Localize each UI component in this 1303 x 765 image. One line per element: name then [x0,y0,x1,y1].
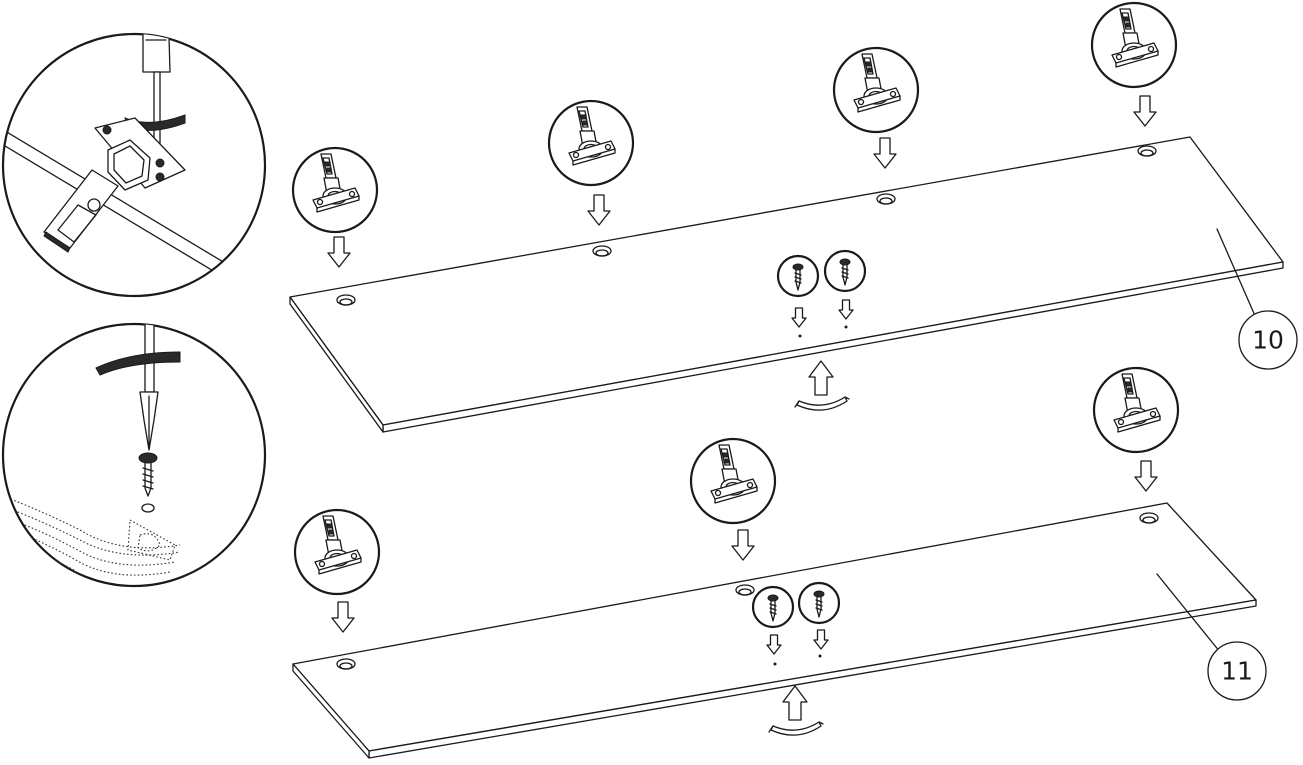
hinge-hole [592,245,612,257]
hinge-callout [547,99,635,187]
hinge-callout [832,46,920,134]
hinge-hole [336,294,356,306]
part-label-10: 10 [1252,326,1284,355]
arrow-down-icon [327,236,351,268]
detail-screw-fixing [1,322,267,588]
part-label-circle [1238,310,1298,370]
hinge-callout [293,508,381,596]
screw-callout [823,249,867,293]
hinge-callout [689,437,777,525]
hinge-callout [1092,366,1180,454]
arrow-down-icon [587,194,611,226]
leader-line [1216,228,1257,319]
panel-11 [292,502,1257,759]
screw-callout [751,585,795,629]
arrow-down-icon [331,601,355,633]
screw-callout [776,254,820,298]
flip-arrow-icon [794,360,850,411]
arrow-down-icon [731,529,755,561]
arrow-down-icon [1134,460,1158,492]
screw-callout [797,581,841,625]
part-label-11: 11 [1221,657,1253,686]
hinge-callout [1090,1,1178,89]
hinge-hole [1139,512,1159,524]
hinge-hole [876,193,896,205]
hinge-hole [1137,145,1157,157]
hinge-callout [291,146,379,234]
hinge-hole [336,658,356,670]
arrow-down-icon [873,137,897,169]
detail-hinge-screwing [1,32,267,298]
flip-arrow-icon [768,685,824,736]
part-label-circle [1207,641,1267,701]
leader-line [1156,573,1221,653]
arrow-down-icon [1133,95,1157,127]
hinge-hole [735,584,755,596]
